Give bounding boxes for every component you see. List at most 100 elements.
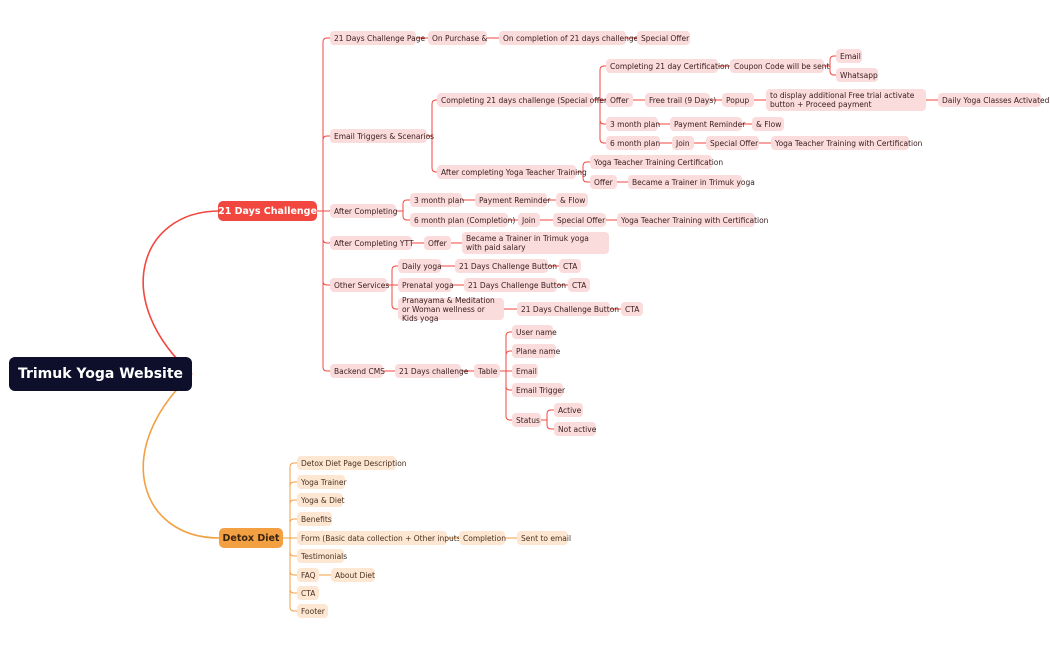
node-free-trail[interactable]: Free trail (9 Days) xyxy=(645,93,716,107)
node-after-ytt-training[interactable]: After completing Yoga Teacher Training xyxy=(437,165,587,179)
connector xyxy=(289,499,297,505)
branch-detox-diet[interactable]: Detox Diet xyxy=(219,528,283,548)
connector xyxy=(599,65,606,71)
node-join[interactable]: Join xyxy=(672,136,694,150)
node-yoga-and-diet[interactable]: Yoga & Diet xyxy=(297,493,345,507)
connector xyxy=(289,588,297,594)
connector xyxy=(829,70,836,76)
node-free-trial-button[interactable]: to display additional Free trial activat… xyxy=(766,89,926,111)
connector xyxy=(505,331,512,337)
node-form[interactable]: Form (Basic data collection + Other inpu… xyxy=(297,531,464,545)
node-coupon-code[interactable]: Coupon Code will be sent xyxy=(730,59,829,73)
node-popup[interactable]: Popup xyxy=(722,93,754,107)
node-ytt-cert[interactable]: Yoga Teacher Training Certification xyxy=(590,155,723,169)
connector xyxy=(546,424,554,430)
node-completion[interactable]: Completion xyxy=(459,531,506,545)
node-table[interactable]: Table xyxy=(474,364,500,378)
connector xyxy=(391,304,398,310)
node-a-ytt-certification[interactable]: Yoga Teacher Training with Certification xyxy=(617,213,768,227)
connector xyxy=(289,462,297,468)
connector xyxy=(142,210,219,375)
node-completing-certification[interactable]: Completing 21 day Certification xyxy=(606,59,729,73)
node-offer-2[interactable]: Offer xyxy=(590,175,617,189)
connector xyxy=(829,55,836,61)
connector xyxy=(289,570,297,576)
node-prenatal-yoga[interactable]: Prenatal yoga xyxy=(398,278,454,292)
node-a-3-month-plan[interactable]: 3 month plan xyxy=(410,193,464,207)
node-s-cta-1[interactable]: CTA xyxy=(559,259,581,273)
node-special-offer-2[interactable]: Special Offer xyxy=(706,136,759,150)
node-special-offer[interactable]: Special Offer xyxy=(637,31,690,45)
node-email[interactable]: Email xyxy=(836,49,862,63)
node-backend-cms[interactable]: Backend CMS xyxy=(330,364,385,378)
node-on-completion[interactable]: On completion of 21 days challenge xyxy=(499,31,638,45)
node-completing-21-days[interactable]: Completing 21 days challenge (Special of… xyxy=(437,93,610,107)
node-benefits[interactable]: Benefits xyxy=(297,512,332,526)
node-user-name[interactable]: User name xyxy=(512,325,557,339)
node-and-flow[interactable]: & Flow xyxy=(752,117,784,131)
node-3-month-plan[interactable]: 3 month plan xyxy=(606,117,660,131)
node-challenge-page[interactable]: 21 Days Challenge Page xyxy=(330,31,425,45)
node-d-cta[interactable]: CTA xyxy=(297,586,319,600)
node-plane-name[interactable]: Plane name xyxy=(512,344,560,358)
node-not-active[interactable]: Not active xyxy=(554,422,596,436)
node-s-challenge-button-1[interactable]: 21 Days Challenge Button xyxy=(455,259,557,273)
root-node[interactable]: Trimuk Yoga Website xyxy=(9,357,192,391)
node-whatsapp[interactable]: Whatsapp xyxy=(836,68,878,82)
connector xyxy=(322,238,330,244)
connector xyxy=(142,373,220,539)
node-testimonials[interactable]: Testimonials xyxy=(297,549,347,563)
node-daily-yoga-activated[interactable]: Daily Yoga Classes Activated xyxy=(938,93,1049,107)
node-after-completing-ytt[interactable]: After Completing YTT xyxy=(330,236,414,250)
connector xyxy=(546,409,554,415)
connector xyxy=(289,518,297,524)
node-sent-to-email[interactable]: Sent to email xyxy=(517,531,571,545)
node-faq[interactable]: FAQ xyxy=(297,568,319,582)
node-y-offer[interactable]: Offer xyxy=(424,236,451,250)
connector xyxy=(402,199,410,205)
node-s-challenge-button-3[interactable]: 21 Days Challenge Button xyxy=(517,302,619,316)
node-a-payment-reminder[interactable]: Payment Reminder xyxy=(475,193,550,207)
node-pranayama[interactable]: Pranayama & Meditation or Woman wellness… xyxy=(398,296,504,323)
node-active[interactable]: Active xyxy=(554,403,583,417)
branch-21-days-challenge[interactable]: 21 Days Challenge xyxy=(218,201,317,221)
node-became-trainer[interactable]: Became a Trainer in Trimuk yoga xyxy=(628,175,755,189)
node-status[interactable]: Status xyxy=(512,413,541,427)
node-s-challenge-button-2[interactable]: 21 Days Challenge Button xyxy=(464,278,566,292)
connector xyxy=(582,177,590,183)
connector xyxy=(322,280,330,286)
node-footer[interactable]: Footer xyxy=(297,604,328,618)
node-6-month-plan[interactable]: 6 month plan xyxy=(606,136,660,150)
node-email-trigger[interactable]: Email Trigger xyxy=(512,383,565,397)
connector xyxy=(289,606,297,612)
node-a-join[interactable]: Join xyxy=(518,213,540,227)
node-on-purchase[interactable]: On Purchase & xyxy=(428,31,487,45)
node-s-cta-2[interactable]: CTA xyxy=(568,278,590,292)
node-payment-reminder[interactable]: Payment Reminder xyxy=(670,117,745,131)
node-daily-yoga[interactable]: Daily yoga xyxy=(398,259,442,273)
node-a-6-month-plan[interactable]: 6 month plan (Completion) xyxy=(410,213,515,227)
node-s-cta-3[interactable]: CTA xyxy=(621,302,643,316)
connector xyxy=(505,415,512,421)
node-a-special-offer[interactable]: Special Offer xyxy=(553,213,606,227)
node-b-21-days-challenge[interactable]: 21 Days challenge xyxy=(395,364,468,378)
node-about-diet[interactable]: About Diet xyxy=(331,568,375,582)
node-trainer-paid-salary[interactable]: Became a Trainer in Trimuk yoga with pai… xyxy=(462,232,609,254)
connector xyxy=(289,481,297,487)
connector xyxy=(582,161,590,167)
node-after-completing[interactable]: After Completing xyxy=(330,204,398,218)
connector xyxy=(391,265,398,271)
connector xyxy=(322,37,330,43)
connector xyxy=(322,135,330,141)
node-email-triggers[interactable]: Email Triggers & Scenarios xyxy=(330,129,434,143)
node-offer[interactable]: Offer xyxy=(606,93,633,107)
node-other-services[interactable]: Other Services xyxy=(330,278,389,292)
node-yoga-trainer[interactable]: Yoga Trainer xyxy=(297,475,347,489)
node-a-and-flow[interactable]: & Flow xyxy=(556,193,588,207)
node-detox-description[interactable]: Detox Diet Page Description xyxy=(297,456,407,470)
node-ytt-certification[interactable]: Yoga Teacher Training with Certification xyxy=(771,136,922,150)
connector xyxy=(322,366,330,372)
node-b-email[interactable]: Email xyxy=(512,364,538,378)
